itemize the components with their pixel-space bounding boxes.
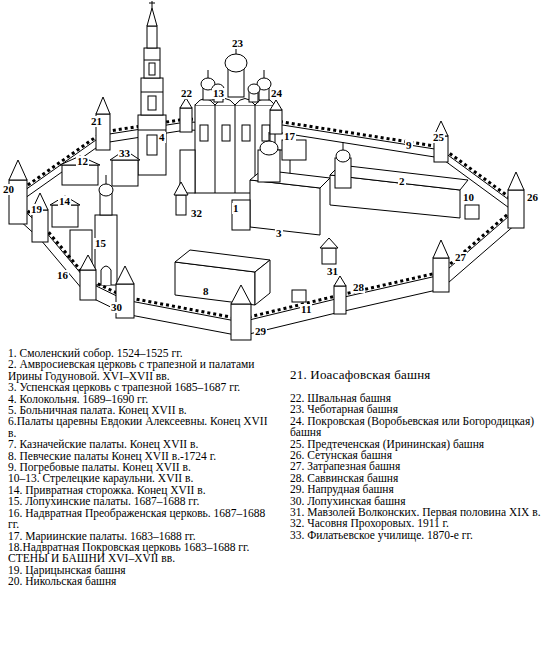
mariinsky-chambers [282, 140, 306, 160]
legend-item: 14. Привратная сторожка. Конец XVII в. [8, 485, 270, 496]
wall-towers [9, 97, 524, 340]
callout-number: 20 [2, 184, 15, 195]
callout-number: 2 [398, 176, 406, 187]
legend-item: 22. Швальная башня [290, 393, 546, 404]
legend-item: 4. Колокольня. 1689–1690 гг. [8, 394, 270, 405]
legend-item: 28. Саввинская башня [290, 473, 546, 484]
legend-item: 8. Певческие палаты Конец XVII в.-1724 г… [8, 451, 270, 462]
smolensk-cathedral [180, 40, 290, 193]
callout-number: 12 [76, 156, 89, 167]
callout-number: 8 [202, 286, 210, 297]
callout-number: 15 [94, 238, 107, 249]
callout-number: 27 [454, 252, 467, 263]
legend-column: 21. Иоасафовская башня 22. Швальная башня… [290, 368, 546, 541]
legend-item: 16. Надвратная Преображенская церковь. 1… [8, 508, 270, 531]
legend-item: 19. Царицынская башня [8, 565, 270, 576]
gate-church [95, 175, 117, 285]
legend-column: 1. Смоленский собор. 1524–1525 гг.2. Амв… [8, 348, 270, 588]
callout-number: 28 [352, 282, 365, 293]
callout-number: 29 [254, 326, 267, 337]
convent-illustration [0, 0, 550, 345]
callout-number: 21 [90, 116, 103, 127]
legend-item: 23. Чеботарная башня [290, 404, 546, 415]
legend-item: 18.Надвратная Покровская церковь 1683–16… [8, 542, 270, 553]
callout-number: 3 [275, 228, 283, 239]
callout-number: 13 [212, 88, 225, 99]
callout-number: 30 [110, 302, 123, 313]
callout-number: 16 [56, 270, 69, 281]
callout-number: 1 [232, 203, 240, 214]
legend-item: 6.Палаты царевны Евдокии Алексеевны. Кон… [8, 416, 270, 439]
section-heading: 21. Иоасафовская башня [290, 368, 546, 382]
mausoleum [320, 238, 338, 264]
gatehouse [52, 205, 78, 227]
legend-item: 32. Часовня Прохоровых. 1911 г. [290, 518, 546, 529]
school-building [112, 160, 138, 186]
callout-number: 14 [58, 196, 71, 207]
guardhouse [465, 205, 479, 219]
callout-number: 32 [190, 208, 203, 219]
legend-item: 25. Предтеченская (Ирининская) башня [290, 439, 546, 450]
legend-item: 7. Казначейские палаты. Конец XVII в. [8, 439, 270, 450]
bell-tower [138, 1, 166, 175]
callout-number: 11 [300, 304, 312, 315]
legend-item: 24. Покровская (Воробьевская или Богород… [290, 416, 546, 439]
callout-number: 25 [432, 132, 445, 143]
legend-item: 1. Смоленский собор. 1524–1525 гг. [8, 348, 270, 359]
legend-item: 17. Мариинские палаты. 1683–1688 гг. [8, 531, 270, 542]
callout-number: 10 [462, 192, 475, 203]
callout-number: 23 [231, 38, 244, 49]
front-wall [18, 202, 516, 336]
legend-item: 29. Напрудная башня [290, 484, 546, 495]
singers-chambers [175, 250, 270, 305]
guardhouse [62, 165, 98, 185]
legend-item: 2. Амвросиевская церковь с трапезной и п… [8, 359, 270, 382]
guardhouse [292, 290, 306, 302]
legend-item: 9. Погребовые палаты. Конец XVII в. [8, 462, 270, 473]
legend-item: 27. Затрапезная башня [290, 461, 546, 472]
legend-item: 15. Лопухинские палаты. 1687–1688 гг. [8, 496, 270, 507]
legend-item: СТЕНЫ И БАШНИ XVI–XVII вв. [8, 553, 270, 564]
callout-number: 9 [405, 140, 413, 151]
legend-item: 30. Лопухинская башня [290, 496, 546, 507]
legend-item: 5. Больничная палата. Конец XVII в. [8, 405, 270, 416]
chapel [174, 182, 188, 215]
assumption-church [232, 132, 330, 235]
callout-number: 22 [180, 88, 193, 99]
callout-number: 24 [270, 88, 283, 99]
callout-number: 4 [158, 132, 166, 143]
callout-number: 31 [326, 266, 339, 277]
callout-number: 19 [30, 204, 43, 215]
callout-number: 17 [283, 131, 296, 142]
legend-item: 10–13. Стрелецкие караульни. XVII в. [8, 473, 270, 484]
callout-number: 33 [118, 148, 131, 159]
callout-number: 26 [526, 192, 539, 203]
legend-item: 26. Сетунская башня [290, 450, 546, 461]
legend-item: 31. Мавзолей Волконских. Первая половина… [290, 507, 546, 518]
legend-item: 20. Никольская башня [8, 576, 270, 587]
legend-item: 33. Филатьевское училище. 1870-е гг. [290, 530, 546, 541]
legend-item: 3. Успенская церковь с трапезной 1685–16… [8, 382, 270, 393]
